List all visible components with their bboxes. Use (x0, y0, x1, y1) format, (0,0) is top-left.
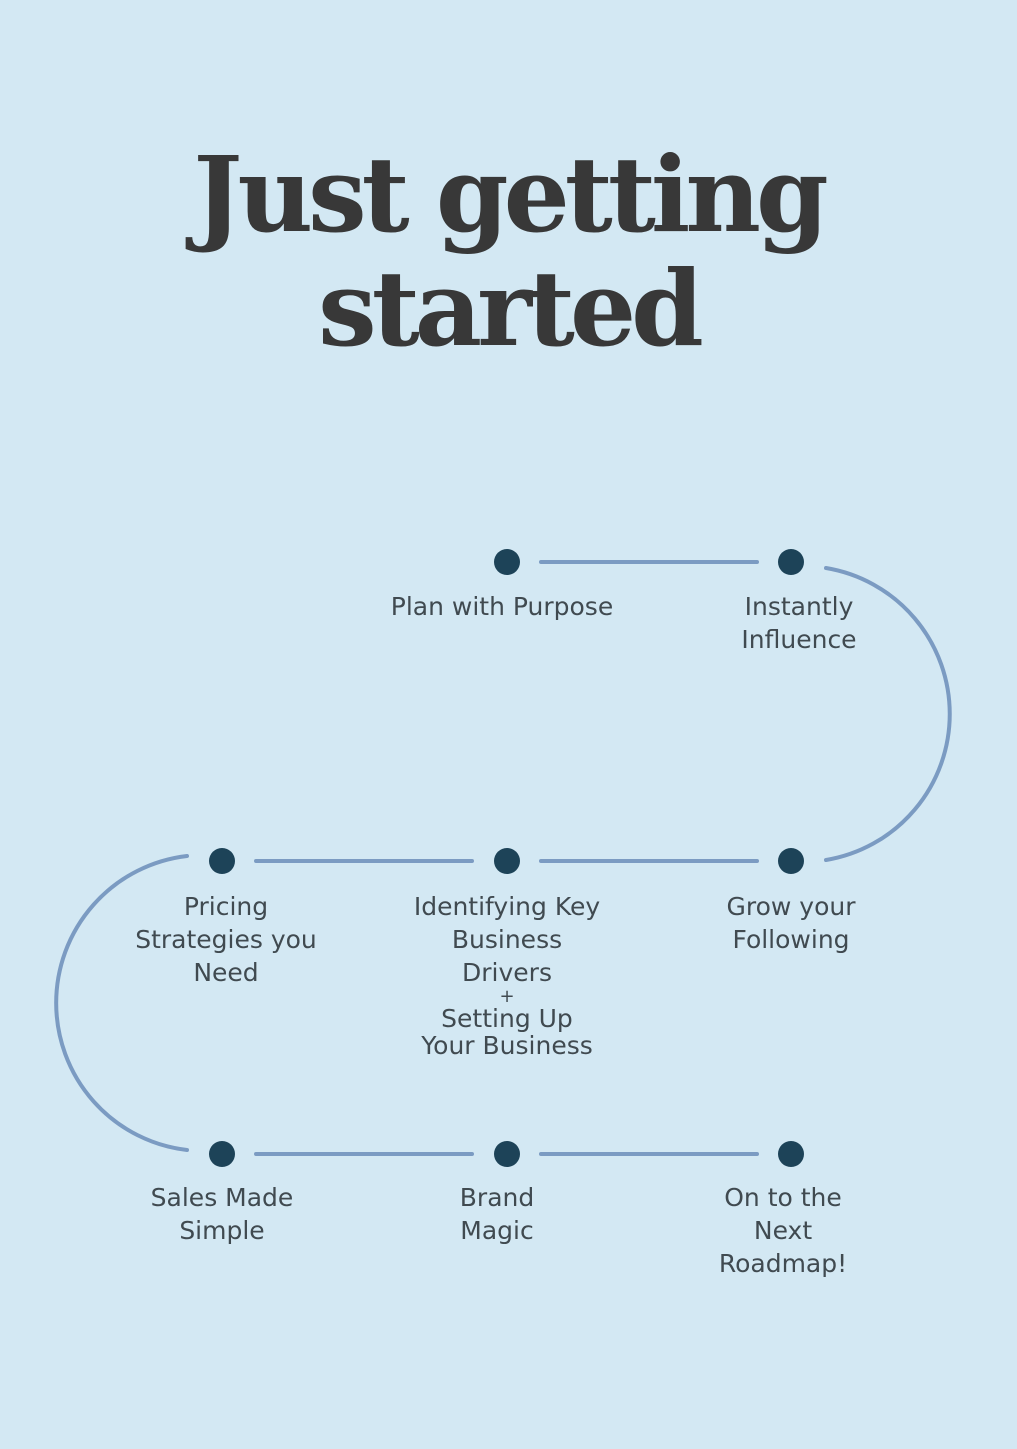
step-label-grow-your-following: Grow your Following (726, 892, 856, 954)
page-title: Just getting started (193, 133, 828, 371)
step-label-line: Your Business (421, 1031, 593, 1060)
step-label-plan-with-purpose: Plan with Purpose (390, 592, 614, 621)
connector-curve-left (54, 854, 189, 1152)
step-dot-pricing-strategies (209, 848, 235, 874)
step-label-identifying-key-drivers: Identifying Key Business Drivers + Setti… (377, 890, 637, 1059)
step-dot-next-roadmap (778, 1141, 804, 1167)
step-dot-plan-with-purpose (494, 549, 520, 575)
step-label-sales-made-simple: Sales Made Simple (150, 1183, 294, 1245)
step-label-line: Setting Up (441, 1004, 573, 1033)
step-label-pricing-strategies: Pricing Strategies you Need (135, 892, 317, 987)
step-dot-sales-made-simple (209, 1141, 235, 1167)
step-label-next-roadmap: On to the Next Roadmap! (718, 1183, 848, 1278)
step-dot-grow-your-following (778, 848, 804, 874)
connector-curve-right (824, 566, 952, 862)
step-label-line: Business (451, 925, 563, 954)
step-label-line: Identifying Key (413, 892, 601, 921)
step-label-instantly-influence: Instantly Influence (741, 592, 857, 654)
plus-sign: + (499, 986, 515, 1007)
step-dot-instantly-influence (778, 549, 804, 575)
step-label-brand-magic: Brand Magic (459, 1183, 535, 1245)
step-label-line: Drivers (462, 958, 552, 987)
step-dot-brand-magic (494, 1141, 520, 1167)
step-dot-identifying-key-drivers (494, 848, 520, 874)
